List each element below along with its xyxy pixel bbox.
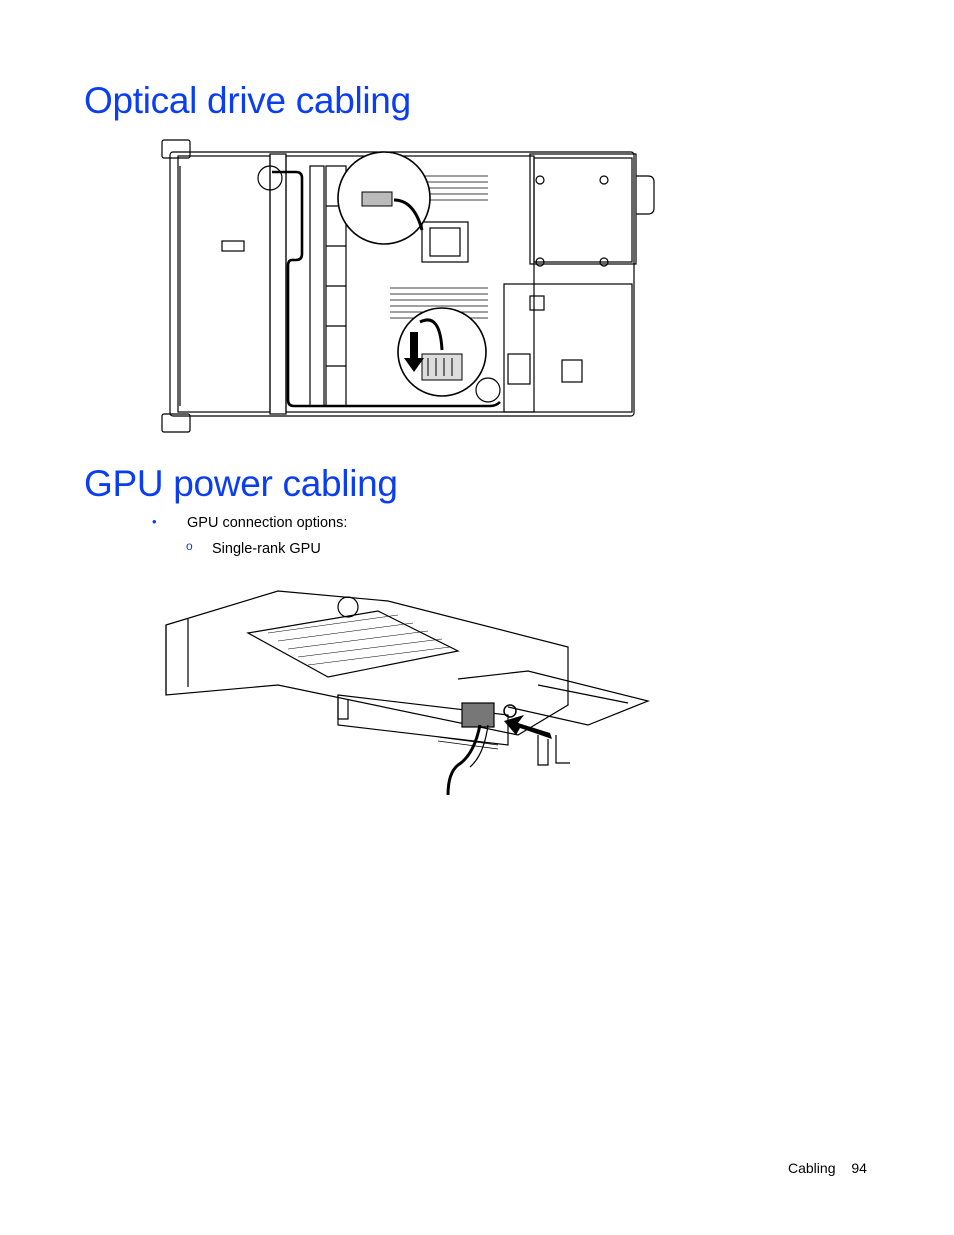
sub-bullet-text: Single-rank GPU <box>212 541 321 557</box>
footer-section-name: Cabling <box>788 1160 836 1176</box>
page-title-gpu-power-cabling: GPU power cabling <box>84 463 398 504</box>
page-footer: Cabling 94 <box>788 1160 867 1176</box>
page-title-optical-drive-cabling: Optical drive cabling <box>84 80 411 121</box>
footer-page-number: 94 <box>851 1160 867 1176</box>
bullet-marker: • <box>152 514 157 529</box>
bullet-text: GPU connection options: <box>187 515 348 531</box>
sub-bullet-marker: o <box>186 539 193 553</box>
gpu-power-cabling-illustration <box>165 590 650 796</box>
optical-drive-cabling-illustration <box>161 139 655 433</box>
